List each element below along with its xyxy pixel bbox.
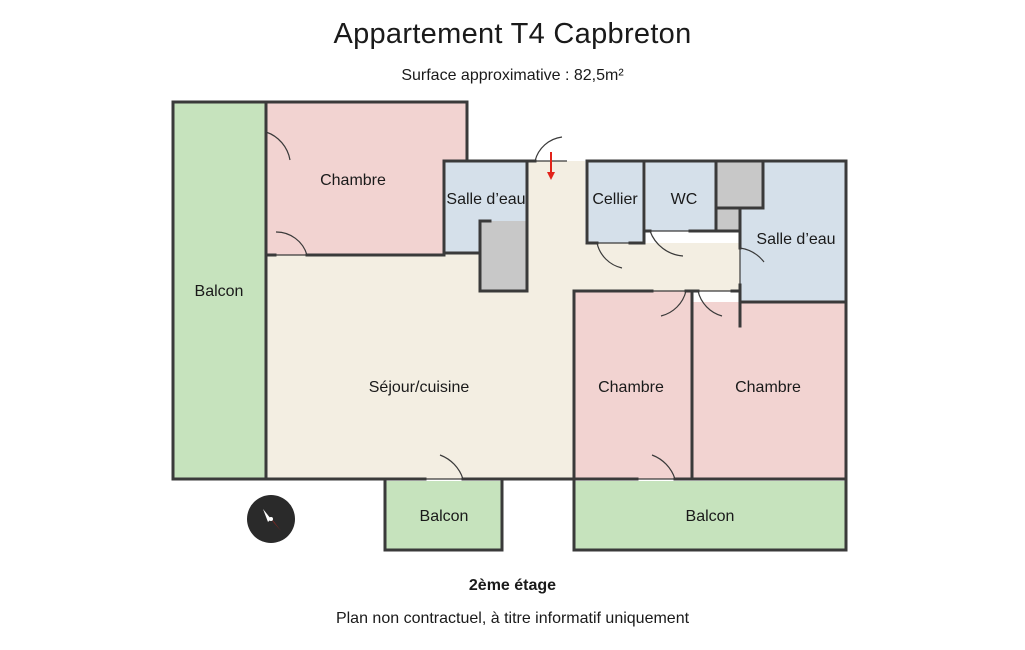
label-balcon-south-1: Balcon (420, 508, 469, 525)
label-chambre-east: Chambre (735, 379, 801, 396)
wall-outer-west (171, 100, 469, 481)
disclaimer-note: Plan non contractuel, à titre informatif… (335, 610, 690, 627)
bathroom-2-fill (740, 161, 846, 302)
duct-3-fill (716, 208, 740, 231)
door-bathroom-2 (739, 247, 765, 285)
surface-subtitle: Surface approximative : 82,5m² (401, 67, 624, 84)
cellier-fill (587, 161, 644, 243)
room-labels: Balcon Chambre Salle d’eau Cellier WC Sa… (195, 172, 836, 525)
balcony-west-fill (173, 102, 266, 479)
wall-duct-2 (714, 159, 765, 210)
balcony-south-1-fill (385, 481, 502, 550)
compass-icon (247, 495, 295, 543)
door-balcony-south-1 (425, 454, 464, 480)
label-cellier: Cellier (592, 191, 638, 208)
bedroom-east-fill (692, 302, 846, 479)
walls (171, 100, 848, 552)
plan-title: Appartement T4 Capbreton (333, 18, 692, 50)
wall-balcony-south-2 (572, 479, 848, 552)
floor-level: 2ème étage (468, 577, 557, 594)
door-bedroom-middle (652, 290, 687, 317)
duct-1-fill (480, 221, 527, 291)
label-salle-eau-1: Salle d’eau (446, 191, 525, 208)
living-fill (266, 161, 740, 479)
door-bedroom-east (697, 290, 732, 317)
label-sejour: Séjour/cuisine (369, 379, 470, 396)
room-fills (173, 102, 846, 550)
label-salle-eau-2: Salle d’eau (756, 231, 835, 248)
balcony-south-2-fill (574, 481, 846, 550)
entrance-arrow-icon (547, 152, 555, 180)
wc-fill (646, 161, 716, 231)
door-cellier (596, 242, 630, 269)
bedroom-north-fill (266, 102, 467, 255)
label-chambre-north: Chambre (320, 172, 386, 189)
label-balcon-south-2: Balcon (686, 508, 735, 525)
bedroom-middle-fill (574, 291, 692, 479)
label-wc: WC (671, 191, 698, 208)
label-balcon-west: Balcon (195, 283, 244, 300)
label-chambre-middle: Chambre (598, 379, 664, 396)
door-wc (649, 230, 690, 257)
doors (265, 131, 765, 480)
wall-balcony-south-1 (383, 479, 504, 552)
duct-2-fill (716, 161, 763, 208)
door-bedroom-north (275, 231, 308, 256)
door-balcony-south-2 (637, 454, 676, 480)
door-balcony-west (265, 131, 291, 168)
